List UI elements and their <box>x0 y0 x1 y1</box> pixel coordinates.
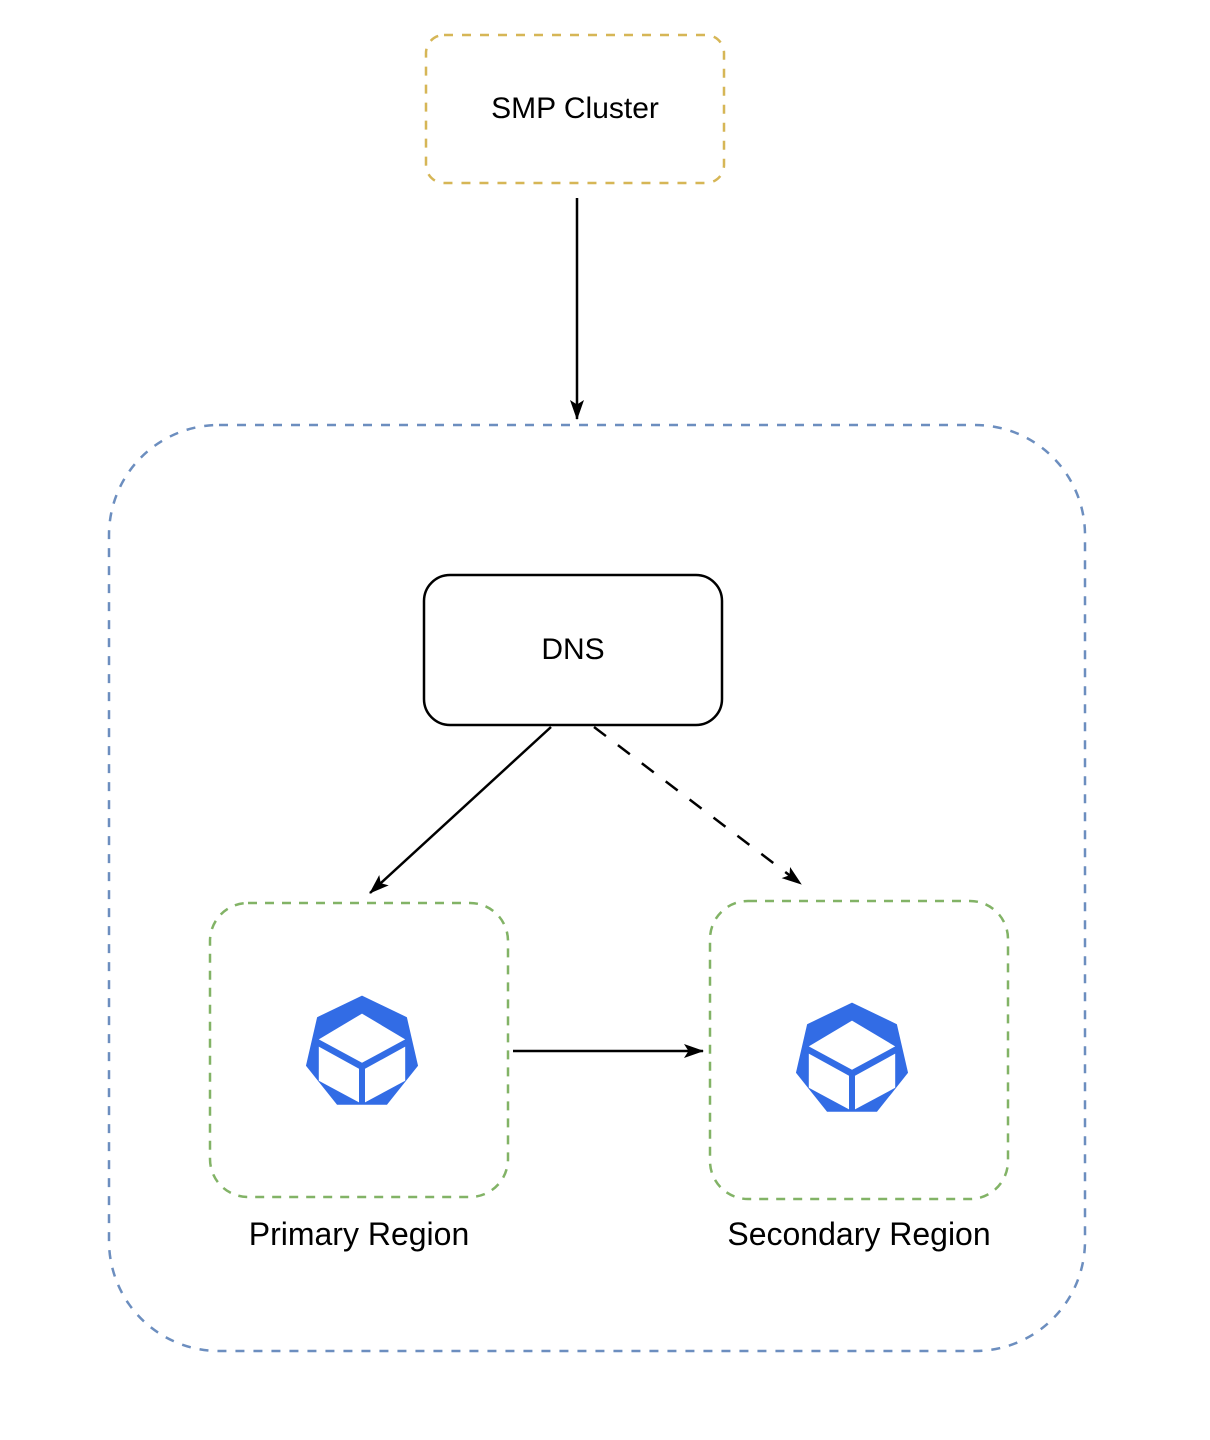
connector-dns-to-secondary <box>593 726 802 885</box>
kubernetes-cluster-icon <box>305 995 419 1105</box>
secondary-region-label: Secondary Region <box>727 1216 991 1252</box>
connector-dns-to-primary <box>369 726 552 894</box>
dns-zone-container <box>107 423 1087 1353</box>
kubernetes-cluster-icon <box>795 1002 909 1112</box>
primary-region-label: Primary Region <box>248 1216 470 1252</box>
dns-node <box>422 573 724 727</box>
smp-cluster-node <box>424 33 726 185</box>
